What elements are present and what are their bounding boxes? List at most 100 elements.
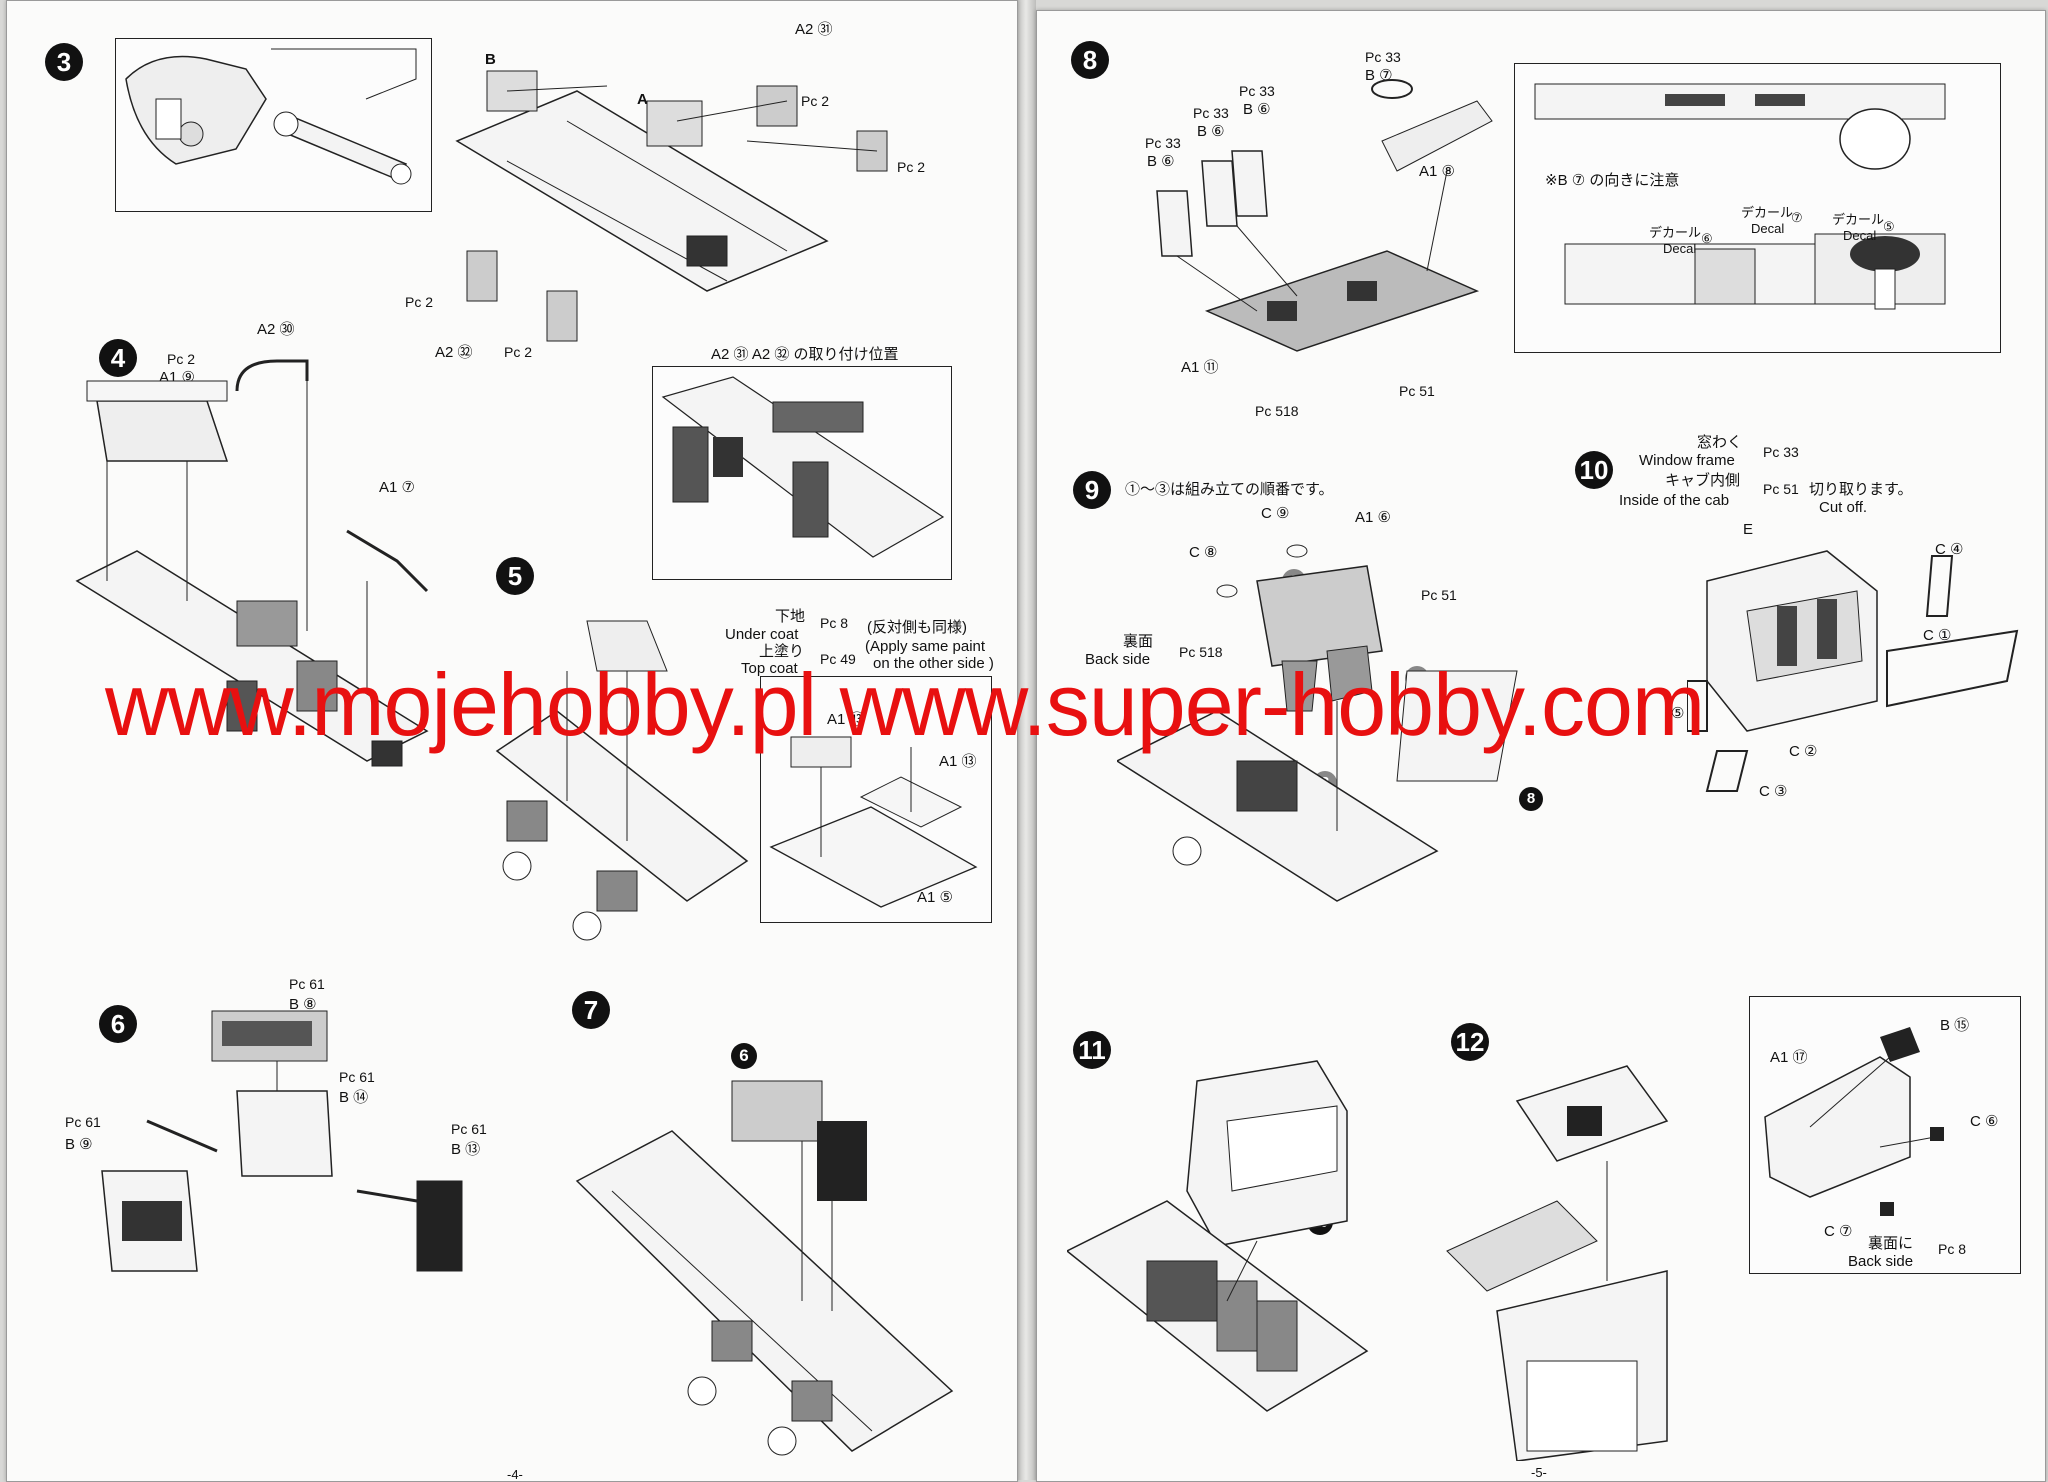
label-b6-b: B ⑥ — [1197, 123, 1225, 140]
label-c4: C ④ — [1935, 541, 1964, 558]
step-8-number: 8 — [1071, 41, 1109, 79]
step-3-number: 3 — [45, 43, 83, 81]
label-a2-31: A2 ㉛ — [795, 21, 833, 38]
step-10-number: 10 — [1575, 451, 1613, 489]
step-5-inset-drawing — [769, 736, 978, 908]
cut-off-en: Cut off. — [1819, 499, 1868, 516]
paint-pc61-a: Pc 61 — [289, 976, 325, 992]
step-12-cab-rear-drawing — [1446, 1065, 1669, 1461]
label-b8: B ⑧ — [289, 996, 317, 1013]
step-12-detail-inset: B ⑮ A1 ⑰ C ⑥ C ⑦ 裏面に Pc 8 Back side — [1749, 996, 2021, 1274]
paint-pc51: Pc 51 — [1399, 383, 1435, 399]
label-a1-7: A1 ⑦ — [379, 479, 415, 496]
b7-orientation-note: ※B ⑦ の向きに注意 — [1545, 172, 1680, 189]
mount-position-title: A2 ㉛ A2 ㉜ の取り付け位置 — [711, 346, 899, 363]
back-side-jp: 裏面 — [1123, 633, 1154, 650]
step-9-cab-interior-drawing — [1117, 544, 1518, 902]
part-a-marker: A — [637, 91, 648, 108]
label-c7: C ⑦ — [1824, 1223, 1853, 1240]
topcoat-en: Top coat — [741, 660, 798, 677]
paint-pc51: Pc 51 — [1421, 587, 1457, 603]
paint-pc2-d: Pc 2 — [504, 344, 533, 360]
step-8-assembly-ref: 8 — [1519, 787, 1543, 811]
page-gutter — [1016, 0, 1036, 1480]
same-paint-jp: (反対側も同様) — [867, 619, 967, 636]
step-8-dashboard-inset: ※B ⑦ の向きに注意 デカール Decal ⑥ デカール Decal ⑦ デカ… — [1514, 63, 2001, 353]
label-b9: B ⑨ — [65, 1136, 93, 1153]
step-11-number: 11 — [1073, 1031, 1111, 1069]
inside-cab-pc51: Pc 51 — [1763, 481, 1799, 497]
assembly-order-note: ①～③は組み立ての順番です。 — [1125, 481, 1334, 498]
back-side-jp: 裏面に — [1868, 1235, 1914, 1252]
paint-pc518: Pc 518 — [1179, 644, 1223, 660]
paint-pc33-d: Pc 33 — [1145, 135, 1181, 151]
inside-cab-en: Inside of the cab — [1619, 492, 1730, 509]
back-side-pc8: Pc 8 — [1938, 1241, 1967, 1257]
decal-7-en: Decal — [1751, 221, 1785, 236]
decal-5-jp: デカール — [1832, 212, 1885, 227]
decal-6-jp: デカール — [1649, 225, 1702, 240]
label-a1-6: A1 ⑥ — [1355, 509, 1391, 526]
paint-pc2-a: Pc 2 — [801, 93, 830, 109]
label-c1: C ① — [1923, 627, 1952, 644]
decal-5-en: Decal — [1843, 228, 1877, 243]
label-a1-13-a: A1 ⑬ — [827, 711, 865, 728]
window-frame-jp: 窓わく — [1697, 434, 1743, 451]
paint-pc2: Pc 2 — [167, 351, 196, 367]
label-a1-17: A1 ⑰ — [1770, 1049, 1808, 1066]
paint-pc33-a: Pc 33 — [1365, 49, 1401, 65]
cut-off-jp: 切り取ります。 — [1809, 481, 1913, 498]
decal-7-jp: デカール — [1741, 205, 1794, 220]
label-b6-c: B ⑥ — [1147, 153, 1175, 170]
step-5-number: 5 — [496, 557, 534, 595]
step-11-cab-install-drawing — [1067, 1060, 1369, 1412]
decal-6-number: ⑥ — [1701, 231, 1713, 246]
paint-pc61-c: Pc 61 — [65, 1114, 101, 1130]
dashboard-drawing — [1534, 83, 1946, 310]
step-9-number: 9 — [1073, 471, 1111, 509]
step-4-number: 4 — [99, 339, 137, 377]
paint-pc61-d: Pc 61 — [451, 1121, 487, 1137]
label-b14: B ⑭ — [339, 1089, 369, 1106]
step-7-number: 7 — [572, 991, 610, 1029]
step-6-engine-drawing — [101, 1010, 463, 1272]
label-c2: C ② — [1789, 743, 1818, 760]
decal-7-number: ⑦ — [1791, 210, 1803, 225]
label-c8: C ⑧ — [1189, 544, 1218, 561]
label-a2-30: A2 ㉚ — [257, 321, 295, 338]
step-4-chassis-drawing — [75, 359, 429, 767]
undercoat-jp: 下地 — [775, 608, 806, 625]
step-10-cab-shell-drawing — [1687, 550, 2019, 792]
paint-pc61-b: Pc 61 — [339, 1069, 375, 1085]
topcoat-jp: 上塗り — [759, 643, 805, 660]
part-b-marker: B — [485, 51, 496, 68]
label-a1-11: A1 ⑪ — [1181, 359, 1219, 376]
step-8-cab-floor-drawing — [1156, 79, 1493, 352]
instruction-page-left: 3 B A A2 ㉛ Pc 2 Pc 2 Pc 2 A2 ㉜ Pc 2 — [6, 0, 1018, 1482]
step-6-number: 6 — [99, 1005, 137, 1043]
inside-cab-jp: キャブ内側 — [1665, 472, 1741, 489]
step-12-inset-drawing — [1764, 1027, 1944, 1216]
window-frame-pc33: Pc 33 — [1763, 444, 1799, 460]
axle-driveshaft-illustration — [125, 48, 417, 185]
undercoat-pc8: Pc 8 — [820, 615, 849, 631]
step-3-detail-inset — [115, 38, 432, 212]
step-12-number: 12 — [1451, 1023, 1489, 1061]
label-e: E — [1743, 521, 1754, 538]
step-5-chassis-drawing — [495, 620, 749, 941]
page-number-right: -5- — [1531, 1465, 1547, 1480]
topcoat-pc49: Pc 49 — [820, 651, 856, 667]
label-c6: C ⑥ — [1970, 1113, 1999, 1130]
decal-6-en: Decal — [1663, 241, 1697, 256]
back-side-en: Back side — [1848, 1253, 1914, 1270]
mount-position-drawing — [661, 376, 945, 558]
step-6-assembly-ref: 6 — [731, 1043, 757, 1069]
instruction-page-right: 8 Pc 33 B ⑦ Pc 33 B ⑥ Pc 33 B ⑥ Pc 33 B … — [1036, 10, 2046, 1482]
label-a2-32: A2 ㉜ — [435, 344, 473, 361]
step-7-chassis-drawing — [575, 1080, 954, 1456]
paint-pc2-c: Pc 2 — [405, 294, 434, 310]
label-b15: B ⑮ — [1940, 1017, 1970, 1034]
label-b13: B ⑬ — [451, 1141, 481, 1158]
window-frame-en: Window frame — [1639, 452, 1735, 469]
label-b6-a: B ⑥ — [1243, 101, 1271, 118]
